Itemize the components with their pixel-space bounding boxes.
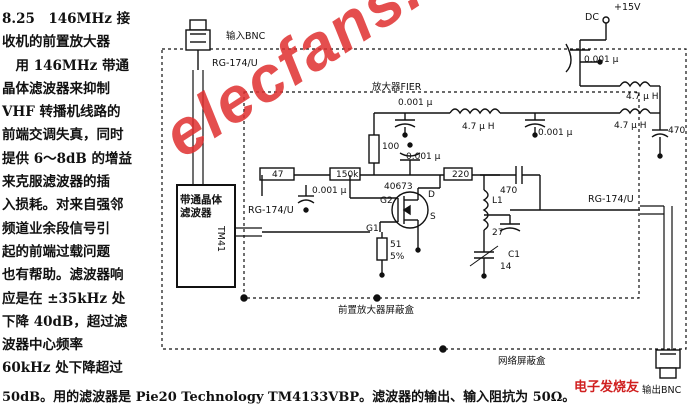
pin-d-label: D xyxy=(428,190,435,200)
c1-value-label: 14 xyxy=(500,262,512,272)
dc-terminal xyxy=(602,16,610,24)
article-line: 用 146MHz 带通 xyxy=(2,57,129,74)
article-line: 晶体滤波器来抑制 xyxy=(2,80,110,97)
input-bnc-connector xyxy=(185,19,211,70)
coil-l1 xyxy=(482,189,489,231)
resistor-47 xyxy=(259,167,295,181)
article-line: 波器中心频率 xyxy=(2,337,83,354)
transistor-label: 40673 xyxy=(384,182,413,192)
shield-ground-dot xyxy=(373,294,381,302)
pin-g1-label: G1 xyxy=(366,224,379,234)
resistor-51-tol-label: 5% xyxy=(390,252,405,262)
article-bottom-line: 50dB。用的滤波器是 Pie20 Technology TM4133VBP。滤… xyxy=(2,390,576,405)
choke-3-label: 4.7 μ H xyxy=(614,121,647,131)
cap-bypass-1-label: 0.001 μ xyxy=(584,55,619,65)
article-line: 也有帮助。滤波器响 xyxy=(2,267,124,284)
resistor-51 xyxy=(376,237,388,261)
article-line: 提供 6～8dB 的增益 xyxy=(2,150,133,167)
shield-ground-dot xyxy=(240,294,248,302)
cap-gate-label: 0.001 μ xyxy=(312,186,347,196)
article-line: 频道业余段信号引 xyxy=(2,220,110,237)
network-shield-box xyxy=(161,48,687,350)
crystal-filter-box xyxy=(176,184,236,288)
resistor-100 xyxy=(368,134,380,164)
resistor-150k xyxy=(329,167,361,181)
resistor-100-label: 100 xyxy=(382,142,400,152)
dc-label: DC xyxy=(585,12,599,23)
article-text: 8.25 146MHz 接 收机的前置放大器 用 146MHz 带通 晶体滤波器… xyxy=(2,8,160,381)
coil-l1-label: L1 xyxy=(492,196,503,206)
cable-in-label: RG-174/U xyxy=(212,58,258,69)
article-line: 下降 40dB，超过滤 xyxy=(2,313,128,330)
article-line: 入损耗。对来自强邻 xyxy=(2,197,124,214)
resistor-51-label: 51 xyxy=(390,240,402,250)
amp-label: 放大器FIER xyxy=(372,82,422,93)
cap-series-label: 0.001 μ xyxy=(406,152,441,162)
article-line: 8.25 146MHz 接 xyxy=(2,11,131,27)
pin-g2-label: G2 xyxy=(380,196,393,206)
choke-2-label: 4.7 μ H xyxy=(462,122,495,132)
site-logo: 电子发烧友 xyxy=(574,380,640,395)
resistor-47-label: 47 xyxy=(272,170,284,180)
ground-dot xyxy=(657,153,663,159)
article-line: 60kHz 处下降超过 xyxy=(2,360,123,377)
article-line: 应是在 ±35kHz 处 xyxy=(2,290,126,307)
ground-dot xyxy=(379,272,385,278)
output-bnc-connector xyxy=(655,349,681,379)
resistor-150k-label: 150k xyxy=(336,170,359,180)
ground-dot xyxy=(481,273,487,279)
cap-bypass-3-label: 0.001 μ xyxy=(538,128,573,138)
input-bnc-label: 输入BNC xyxy=(226,31,266,42)
dc-voltage-label: +15V xyxy=(614,2,641,13)
resistor-220 xyxy=(443,167,473,181)
article-line: 收机的前置放大器 xyxy=(2,34,110,51)
article-line: 来克服滤波器的插 xyxy=(2,174,110,191)
net-shield-label: 网络屏蔽盒 xyxy=(498,356,546,367)
c1-label: C1 xyxy=(508,250,521,260)
cap-470-out-label: 470 xyxy=(500,186,518,196)
cap-27-label: 27 xyxy=(492,228,504,238)
shield-ground-dot xyxy=(439,345,447,353)
ground-dot xyxy=(415,247,421,253)
inductor-l2 xyxy=(449,108,501,115)
inductor-l3 xyxy=(619,108,651,115)
ground-dot xyxy=(407,142,413,148)
filter-code-label: TM41 xyxy=(215,226,226,253)
cap-470-supply-label: 470 xyxy=(668,126,686,136)
output-bnc-label: 输出BNC xyxy=(642,385,682,396)
preamp-shield-box xyxy=(243,91,640,299)
cable-filter-label: RG-174/U xyxy=(248,205,294,216)
filter-label: 带通晶体滤波器 xyxy=(180,194,222,219)
article-line: VHF 转播机线路的 xyxy=(2,104,121,121)
article-line: 起的前端过载问题 xyxy=(2,243,110,260)
amp-shield-label: 前置放大器屏蔽盒 xyxy=(338,305,415,316)
mosfet-40673 xyxy=(391,188,429,232)
cable-out-label: RG-174/U xyxy=(588,194,634,205)
inductor-l1 xyxy=(619,81,651,88)
cap-bypass-2-label: 0.001 μ xyxy=(398,98,433,108)
ground-dot xyxy=(303,207,309,213)
article-line: 前端交调失真，同时 xyxy=(2,127,124,144)
choke-1-label: 4.7 μ H xyxy=(626,92,659,102)
resistor-220-label: 220 xyxy=(452,170,470,180)
pin-s-label: S xyxy=(430,212,436,222)
